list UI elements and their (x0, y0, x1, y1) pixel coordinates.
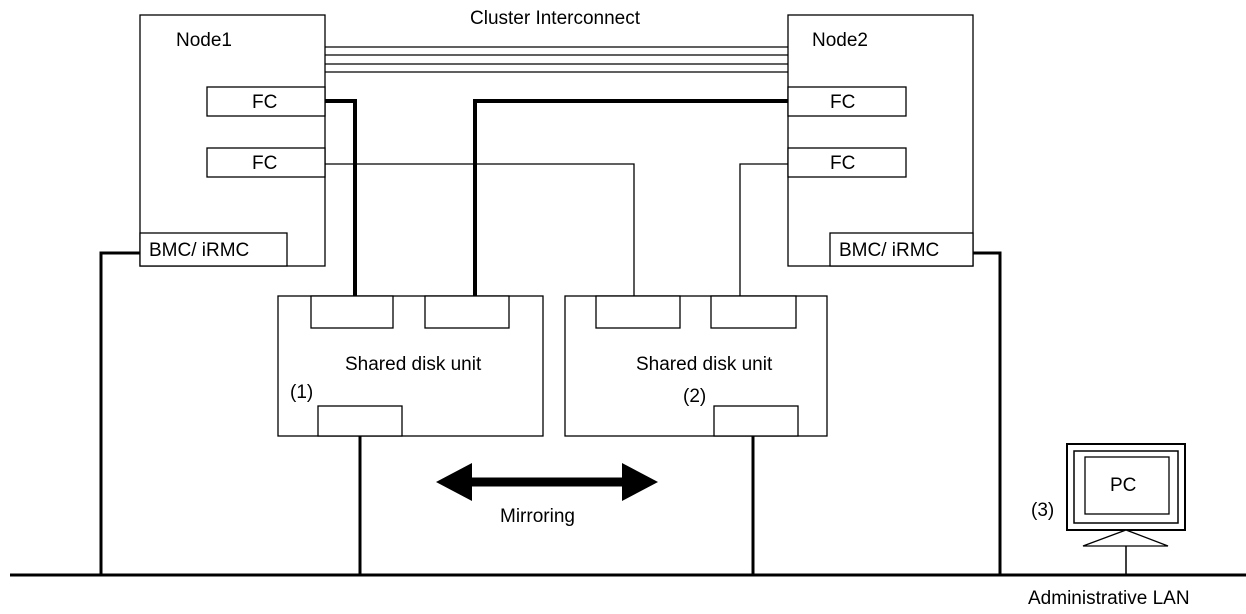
lan-drop-node2 (973, 251, 1002, 575)
node1-fc-lower (206, 147, 326, 178)
fc-path-node1-disk1 (325, 99, 357, 296)
disk1-label: Shared disk unit (345, 354, 482, 375)
node2-bmc-label: BMC/ iRMC (839, 240, 939, 261)
interconnect-label: Cluster Interconnect (470, 8, 641, 29)
disk2-marker: (2) (683, 386, 706, 407)
mirroring-arrow (436, 463, 658, 501)
mirroring-label: Mirroring (500, 506, 575, 527)
disk2-port-right (710, 295, 797, 329)
node2-fc-lower (787, 147, 907, 178)
disk1-lan-port (317, 405, 403, 437)
pc-label: PC (1110, 475, 1136, 496)
node2-bmc (829, 232, 974, 267)
fc-path-node1-disk2 (325, 163, 635, 296)
fc-path-node2-disk1 (473, 99, 788, 296)
pc-marker: (3) (1031, 500, 1054, 521)
node2-box (787, 14, 974, 267)
node1-box (139, 14, 326, 267)
node2-fc-upper-label: FC (830, 92, 855, 113)
disk2-label: Shared disk unit (636, 354, 773, 375)
node2-fc-upper (787, 86, 907, 117)
pc-monitor-icon (1066, 443, 1186, 575)
disk1-port-right (424, 295, 510, 329)
node1-label: Node1 (176, 30, 232, 51)
node1-bmc-label: BMC/ iRMC (149, 240, 249, 261)
node2-label: Node2 (812, 30, 868, 51)
lan-drop-node1 (99, 251, 140, 575)
node1-fc-upper-label: FC (252, 92, 277, 113)
disk2-lan-port (713, 405, 799, 437)
fc-path-node2-disk2 (739, 163, 788, 296)
node1-fc-upper (206, 86, 326, 117)
cluster-interconnect (325, 46, 788, 73)
disk2-port-left (595, 295, 681, 329)
node1-fc-lower-label: FC (252, 153, 277, 174)
disk1-port-left (310, 295, 394, 329)
lan-label: Administrative LAN (1028, 588, 1190, 609)
node2-fc-lower-label: FC (830, 153, 855, 174)
disk1-marker: (1) (290, 382, 313, 403)
node1-bmc (139, 232, 288, 267)
